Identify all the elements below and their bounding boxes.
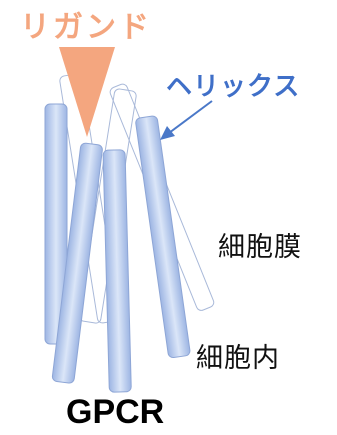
helix-arrow-head [160,126,175,140]
helix-arrow-line [168,100,213,134]
ligand-triangle [59,47,115,137]
front-helices [44,103,191,393]
intracellular-label: 細胞内 [196,343,280,374]
gpcr-title: GPCR [66,393,165,431]
cell-membrane-label: 細胞膜 [218,232,302,263]
ligand-label: リガンド [20,10,152,45]
helix-label: ヘリックス [166,72,301,102]
helix-2 [51,142,103,384]
helix-3 [102,149,132,393]
helix-4 [135,115,191,359]
